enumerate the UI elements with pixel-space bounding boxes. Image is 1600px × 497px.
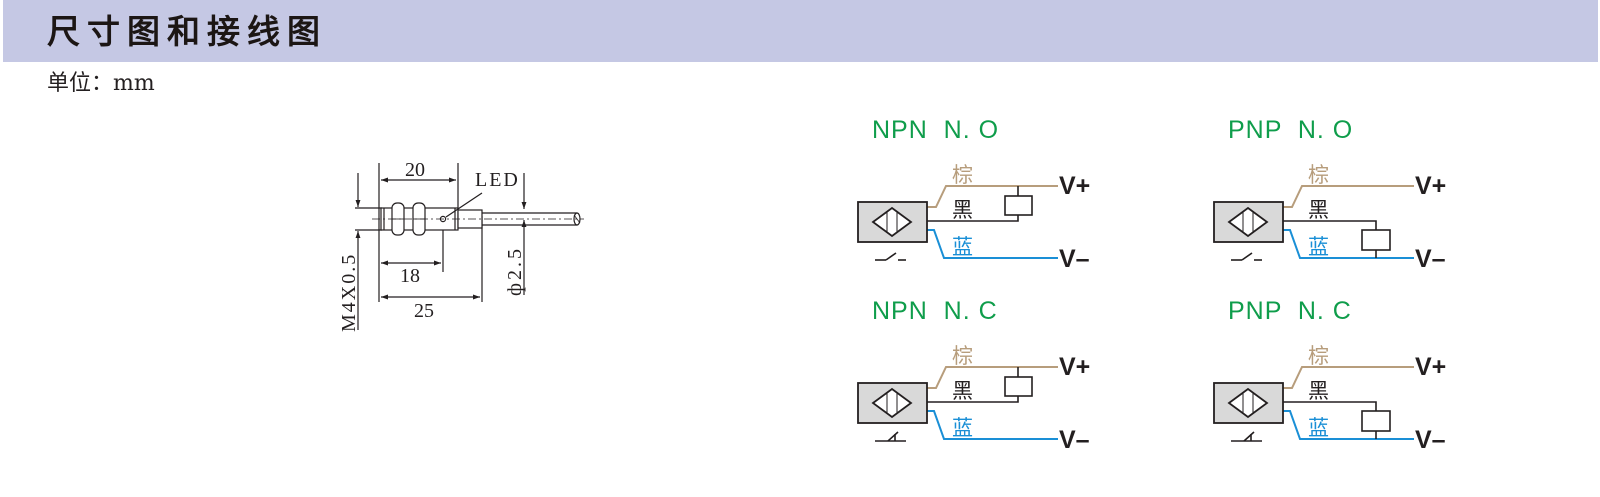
wiring-panel-pnp-nc: PNP N. C 棕 黑 蓝 V+ V–	[1213, 297, 1446, 454]
blue-wire-label: 蓝	[1308, 235, 1329, 259]
sensor-diamond-icon	[1227, 206, 1269, 238]
load-relay-icon	[1361, 410, 1391, 432]
blue-wire	[927, 410, 1058, 440]
vminus-label: V–	[1415, 245, 1446, 273]
wiring-panel-npn-no: NPN N. O 棕 黑 蓝 V+ V–	[857, 116, 1090, 273]
led-label: LED	[475, 169, 520, 191]
brown-wire-label: 棕	[1308, 344, 1329, 368]
dim-label-20: 20	[405, 159, 425, 181]
vplus-label: V+	[1415, 172, 1446, 200]
panel-title: NPN N. O	[872, 116, 999, 144]
brown-wire	[1283, 185, 1414, 208]
blue-wire-label: 蓝	[952, 416, 973, 440]
normally-open-switch-icon	[1231, 252, 1262, 261]
black-wire-label: 黑	[1308, 379, 1329, 403]
brown-wire	[927, 366, 1058, 389]
section-title: 尺寸图和接线图	[47, 12, 327, 51]
black-wire-label: 黑	[1308, 198, 1329, 222]
black-wire	[1283, 401, 1377, 411]
wiring-panel-pnp-no: PNP N. O 棕 黑 蓝 V+ V–	[1213, 116, 1446, 273]
vplus-label: V+	[1059, 353, 1090, 381]
black-wire	[1283, 220, 1377, 230]
blue-wire	[1283, 410, 1414, 440]
vminus-label: V–	[1415, 426, 1446, 454]
blue-wire	[1283, 229, 1414, 259]
normally-closed-switch-icon	[875, 431, 906, 442]
dim-label-cable-diameter: ф2.5	[504, 246, 526, 296]
dimension-drawing	[355, 163, 584, 330]
load-relay-icon	[1361, 229, 1391, 251]
led-leader	[445, 192, 483, 218]
normally-open-switch-icon	[875, 252, 906, 261]
section-header-bar	[3, 0, 1598, 62]
sensor-diamond-icon	[871, 387, 913, 419]
load-relay-icon	[1004, 195, 1033, 216]
dimension-labels: 20 LED 18 25 M4X0.5 ф2.5	[338, 159, 526, 332]
black-wire-label: 黑	[952, 198, 973, 222]
vminus-label: V–	[1059, 426, 1090, 454]
vminus-label: V–	[1059, 245, 1090, 273]
dim-label-18: 18	[400, 265, 420, 287]
brown-wire	[1283, 366, 1414, 389]
sensor-diamond-icon	[1227, 387, 1269, 419]
brown-wire-label: 棕	[952, 163, 973, 187]
vplus-label: V+	[1415, 353, 1446, 381]
brown-wire	[927, 185, 1058, 208]
panel-title: NPN N. C	[872, 297, 998, 325]
sensor-diamond-icon	[871, 206, 913, 238]
brown-wire-label: 棕	[1308, 163, 1329, 187]
dim-label-25: 25	[414, 300, 434, 322]
unit-label: 单位：mm	[47, 71, 155, 96]
vplus-label: V+	[1059, 172, 1090, 200]
panel-title: PNP N. O	[1228, 116, 1353, 144]
blue-wire-label: 蓝	[1308, 416, 1329, 440]
brown-wire-label: 棕	[952, 344, 973, 368]
blue-wire	[927, 229, 1058, 259]
black-wire-label: 黑	[952, 379, 973, 403]
blue-wire-label: 蓝	[952, 235, 973, 259]
normally-closed-switch-icon	[1231, 431, 1262, 442]
wiring-panel-npn-nc: NPN N. C 棕 黑 蓝 V+ V–	[857, 297, 1090, 454]
panel-title: PNP N. C	[1228, 297, 1352, 325]
dim-label-thread-spec: M4X0.5	[338, 253, 360, 332]
load-relay-icon	[1004, 376, 1033, 397]
